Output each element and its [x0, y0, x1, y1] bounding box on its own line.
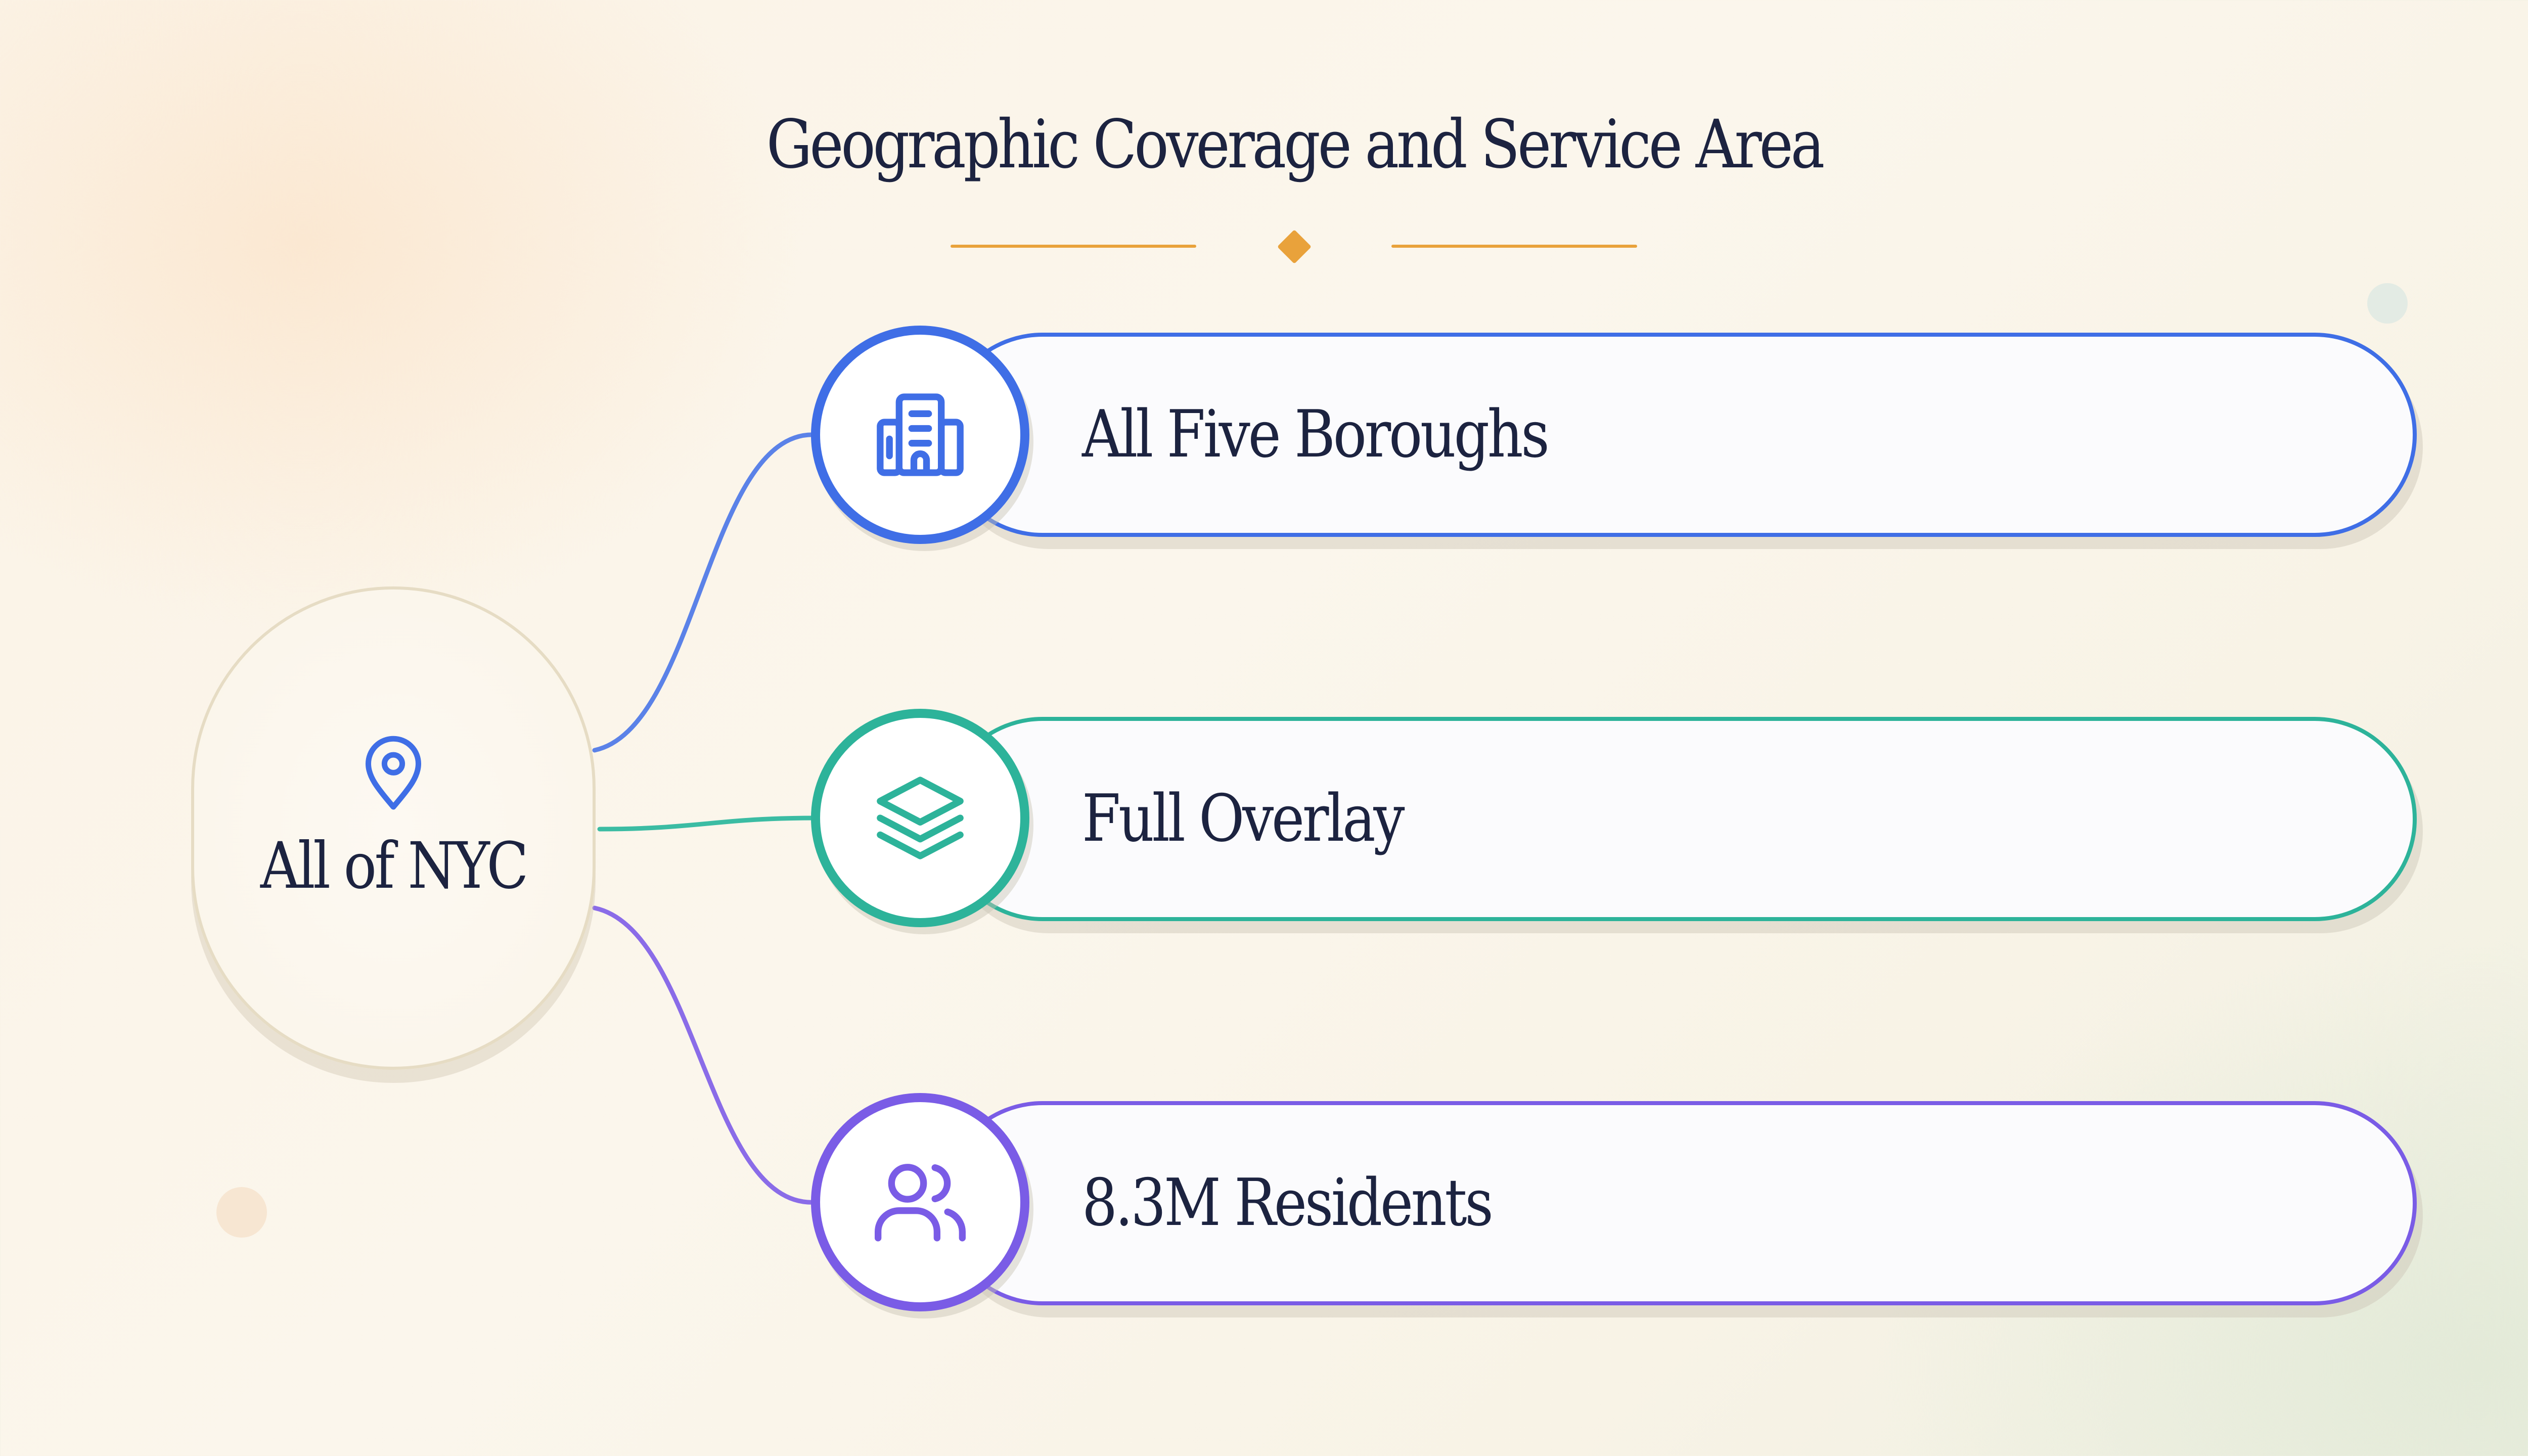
- pill-residents: [940, 1101, 2417, 1305]
- map-pin-icon: [366, 736, 421, 810]
- item-label-boroughs: All Five Boroughs: [1082, 397, 1550, 472]
- item-label-overlay: Full Overlay: [1082, 781, 1405, 856]
- building-icon: [877, 393, 964, 476]
- decorative-dot: [216, 1187, 267, 1238]
- pill-all-five-boroughs: [940, 333, 2417, 537]
- decorative-dot: [2367, 283, 2408, 324]
- title-divider-left: [951, 245, 1196, 248]
- page-title: Geographic Coverage and Service Area: [766, 106, 1825, 184]
- center-node: [191, 586, 596, 1070]
- connector-overlay: [597, 815, 818, 832]
- layers-icon: [877, 777, 964, 859]
- connector-boroughs: [592, 432, 818, 753]
- users-icon: [875, 1164, 966, 1242]
- connector-residents: [592, 905, 818, 1205]
- title-divider-right: [1391, 245, 1637, 248]
- pill-full-overlay: [940, 717, 2417, 921]
- item-label-residents: 8.3M Residents: [1082, 1165, 1494, 1241]
- center-label: All of NYC: [260, 829, 528, 903]
